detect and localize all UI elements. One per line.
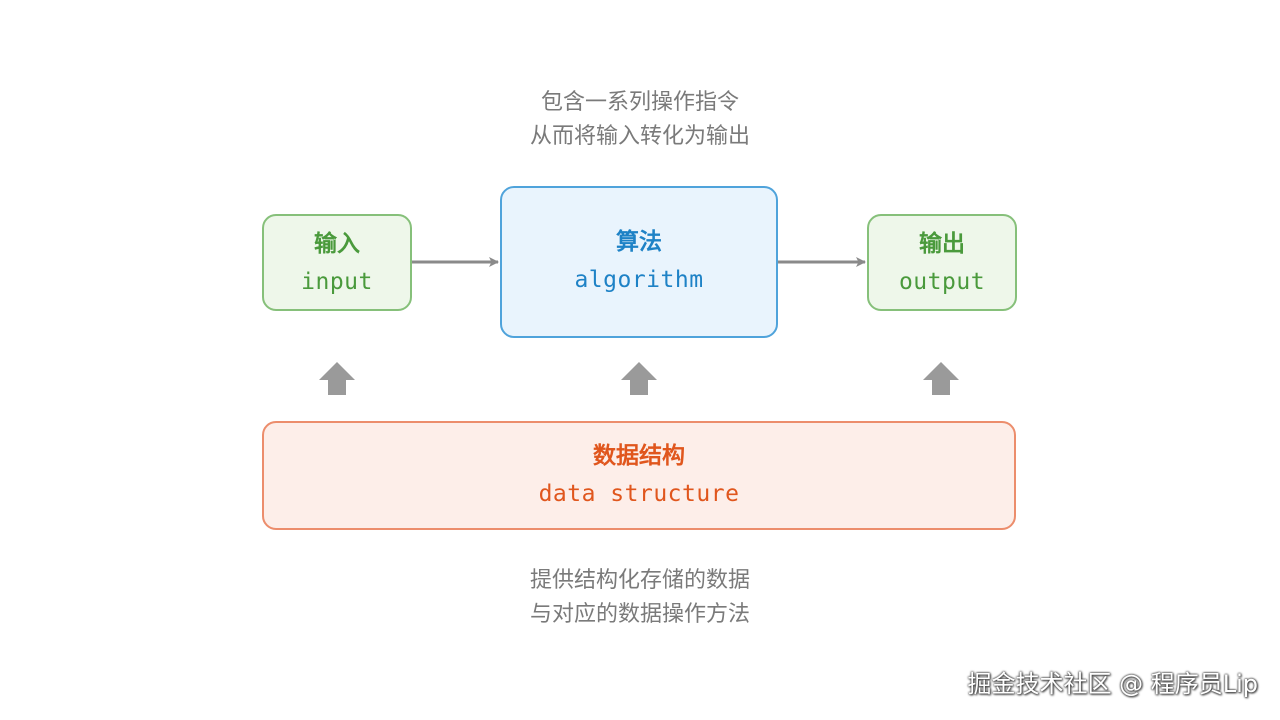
data-structure-caption-line-2: 与对应的数据操作方法 xyxy=(529,602,750,627)
up-arrow-output-icon xyxy=(923,362,959,395)
input-box: 输入 input xyxy=(262,214,412,311)
input-subtitle: input xyxy=(301,269,373,295)
up-arrow-algorithm-icon xyxy=(621,362,657,395)
algorithm-subtitle: algorithm xyxy=(574,267,704,293)
algorithm-caption: 包含一系列操作指令 从而将输入转化为输出 xyxy=(0,86,1280,154)
algorithm-caption-line-1: 包含一系列操作指令 xyxy=(540,90,739,115)
output-subtitle: output xyxy=(898,269,986,295)
output-box: 输出 output xyxy=(867,214,1017,311)
data-structure-subtitle: data structure xyxy=(538,481,740,507)
algorithm-caption-line-2: 从而将输入转化为输出 xyxy=(529,124,750,149)
data-structure-title: 数据结构 xyxy=(593,443,685,469)
output-title: 输出 xyxy=(919,231,965,257)
watermark: 掘金技术社区 @ 程序员Lip xyxy=(967,670,1258,698)
input-title: 输入 xyxy=(314,231,360,257)
algorithm-title: 算法 xyxy=(616,229,662,255)
data-structure-caption: 提供结构化存储的数据 与对应的数据操作方法 xyxy=(0,564,1280,632)
algorithm-box: 算法 algorithm xyxy=(500,186,778,338)
up-arrow-input-icon xyxy=(319,362,355,395)
data-structure-caption-line-1: 提供结构化存储的数据 xyxy=(529,568,750,593)
data-structure-box: 数据结构 data structure xyxy=(262,421,1016,530)
